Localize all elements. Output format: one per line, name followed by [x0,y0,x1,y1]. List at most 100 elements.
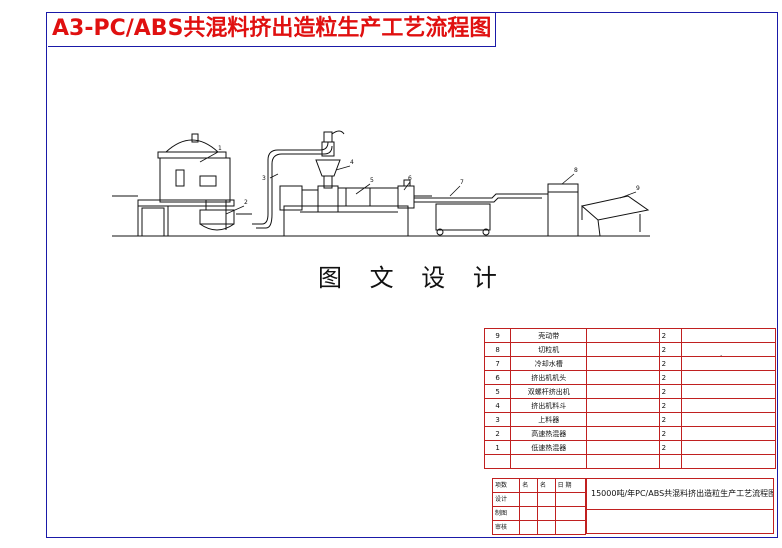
parts-name: 冷却水槽 [510,356,588,371]
parts-qty: 2 [658,426,683,441]
parts-no: 6 [483,370,512,385]
callout-3: 3 [262,175,266,182]
low-speed-mixer [112,133,235,237]
parts-name: 切粒机 [510,342,588,357]
parts-spec [586,440,660,455]
drawing-name-lower-cell [586,510,774,534]
callout-9: 9 [636,185,640,192]
callout-8: 8 [574,167,578,174]
signature-cell-label: 制图 [491,506,521,521]
parts-spec [586,412,660,427]
parts-name: 壳动带 [510,328,588,343]
signature-cell-c3 [554,492,587,507]
parts-spec [586,356,660,371]
callout-leaders [199,151,637,215]
parts-qty: 2 [658,370,683,385]
parts-no: 5 [483,384,512,399]
signature-cell-c1 [519,520,538,535]
signature-row: 项数名名日 期 [491,478,587,493]
parts-name: 挤出机料斗 [510,398,588,413]
signature-cell-c1 [519,492,538,507]
parts-qty: 2 [658,356,683,371]
extruder-die-head [397,179,432,209]
drawing-border [46,12,778,538]
parts-no: 4 [483,398,512,413]
extruder-hopper [315,130,345,189]
parts-qty: 2 [658,440,683,455]
twin-screw-extruder [279,185,409,237]
pelletizer [540,183,579,237]
parts-no: 9 [483,328,512,343]
signature-table: 项数名名日 期设计制图审核 [491,478,587,535]
signature-cell-label: 项数 [491,478,521,493]
parts-no: 3 [483,412,512,427]
signature-cell-c3 [554,520,587,535]
signature-cell-c1 [519,506,538,521]
parts-spec [586,384,660,399]
parts-remark [681,440,776,455]
signature-cell-c2 [536,506,556,521]
signature-cell-c3 [554,506,587,521]
parts-remark [681,426,776,441]
parts-qty: 2 [658,398,683,413]
drawing-name: 15000吨/年PC/ABS共混料挤出造粒生产工艺流程图 [586,478,774,510]
parts-qty: 2 [658,384,683,399]
signature-cell-c1: 名 [519,478,538,493]
mark-dot: · [720,352,723,360]
parts-remark [681,328,776,343]
parts-spec [586,328,660,343]
callout-1: 1 [218,145,222,152]
parts-qty: 2 [658,342,683,357]
signature-cell-label: 设计 [491,492,521,507]
parts-name: 上料器 [510,412,588,427]
parts-name: 高速热混器 [510,426,588,441]
signature-row: 设计 [491,492,587,507]
callout-5: 5 [370,177,374,184]
parts-name: 低速热混器 [510,440,588,455]
signature-cell-c2: 名 [536,478,556,493]
parts-no: 2 [483,426,512,441]
cooling-water-tank [414,193,542,236]
high-speed-mixer [199,199,252,231]
callout-2: 2 [244,199,248,206]
parts-remark [681,384,776,399]
parts-remark [681,398,776,413]
signature-cell-c2 [536,492,556,507]
parts-qty: 2 [658,412,683,427]
callout-4: 4 [350,159,354,166]
parts-spec [586,342,660,357]
signature-cell-c2 [536,520,556,535]
parts-spec [586,370,660,385]
parts-spec [586,398,660,413]
parts-qty: 2 [658,328,683,343]
parts-no: 8 [483,342,512,357]
parts-no: 1 [483,440,512,455]
parts-no: 7 [483,356,512,371]
parts-name: 双螺杆挤出机 [510,384,588,399]
signature-row: 制图 [491,506,587,521]
feeder-pipe [252,141,333,229]
parts-spec [586,426,660,441]
subtitle: 图 文 设 计 [318,264,507,292]
parts-remark [681,356,776,371]
parts-remark [681,370,776,385]
signature-cell-c3: 日 期 [554,478,587,493]
callout-6: 6 [408,175,412,182]
signature-cell-label: 审核 [491,520,521,535]
vibrating-conveyor [580,195,650,237]
parts-remark [681,412,776,427]
parts-name: 挤出机机头 [510,370,588,385]
drawing-title: A3-PC/ABS共混料挤出造粒生产工艺流程图 [48,12,497,47]
parts-remark [681,342,776,357]
